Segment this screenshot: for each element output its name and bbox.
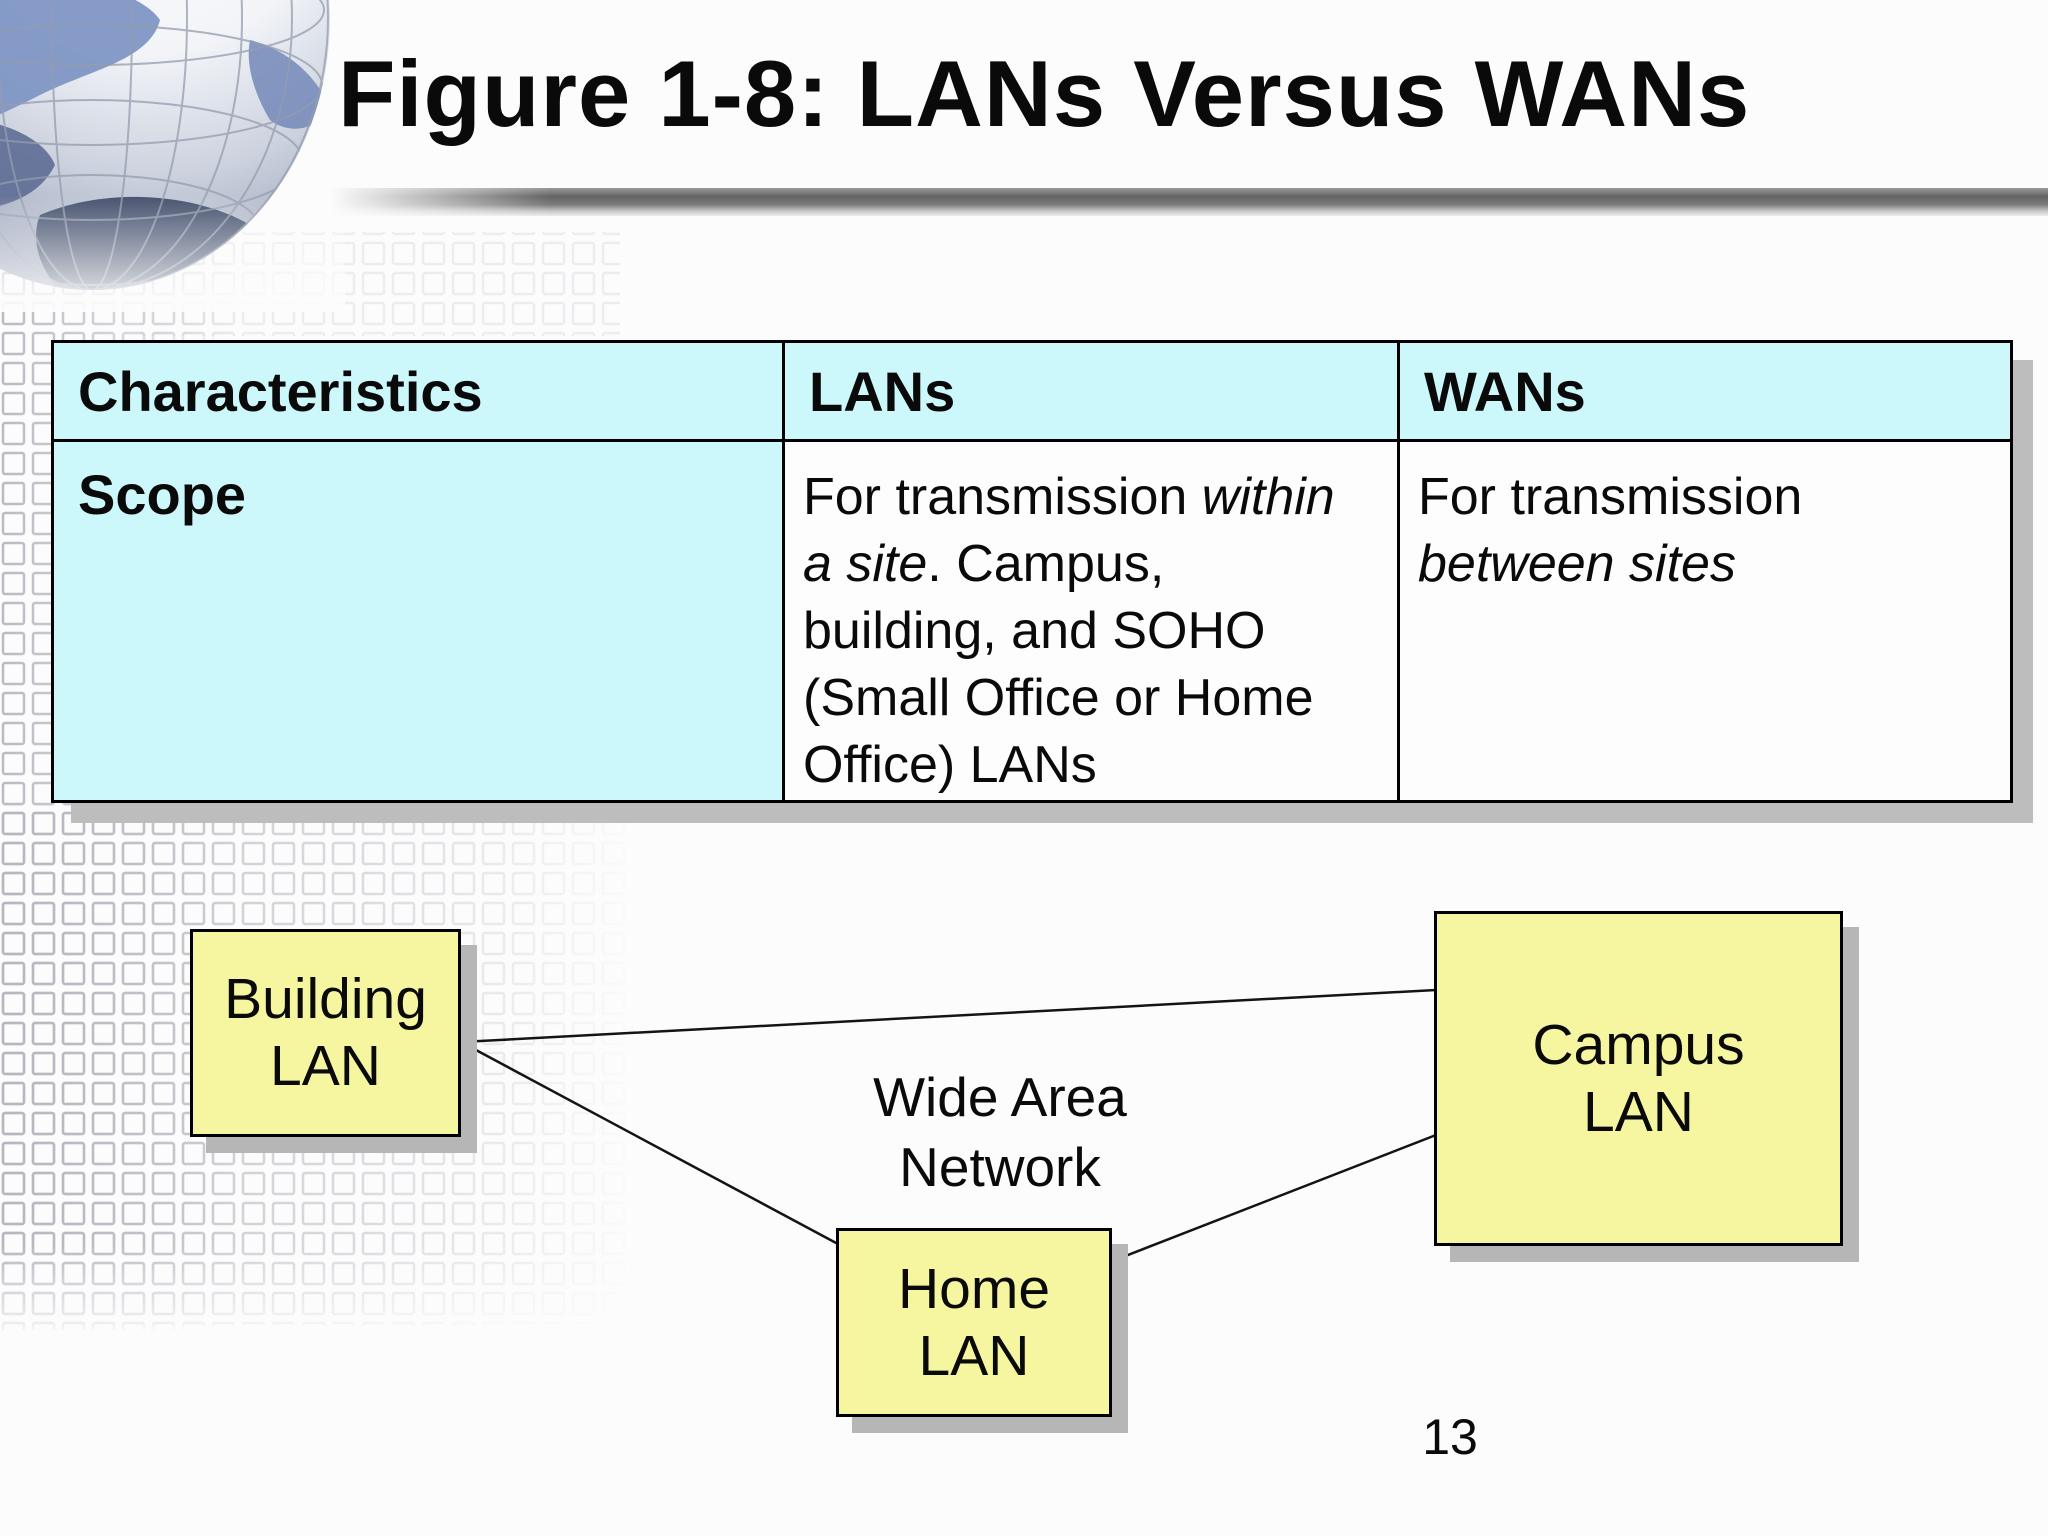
- node-building-lan: Building LAN: [190, 929, 461, 1137]
- title-divider: [330, 186, 2048, 220]
- table-cell-scope: Scope: [54, 442, 785, 800]
- page-number: 13: [1422, 1409, 1478, 1465]
- node-home-lan: Home LAN: [836, 1228, 1112, 1417]
- wan-label-line1: Wide Area: [873, 1066, 1127, 1128]
- page-title: Figure 1-8: LANs Versus WANs: [338, 41, 1751, 146]
- node-building-lan-line1: Building: [224, 967, 427, 1031]
- edge-building-campus: [460, 988, 1437, 1044]
- table-header-lans: LANs: [785, 343, 1400, 442]
- node-building-lan-line2: LAN: [270, 1034, 381, 1098]
- wan-label-line2: Network: [899, 1136, 1101, 1198]
- node-home-lan-line2: LAN: [918, 1323, 1030, 1388]
- comparison-table: Characteristics LANs WANs Scope For tran…: [51, 340, 2013, 803]
- globe-icon: [0, 0, 345, 312]
- node-campus-lan-line2: LAN: [1583, 1079, 1694, 1144]
- edge-building-home: [460, 1040, 839, 1246]
- wide-area-network-label: Wide Area Network: [740, 1062, 1260, 1202]
- node-campus-lan-line1: Campus: [1532, 1012, 1745, 1077]
- table-header-characteristics: Characteristics: [54, 343, 785, 442]
- table-header-wans: WANs: [1400, 343, 2010, 442]
- node-home-lan-line1: Home: [897, 1256, 1051, 1321]
- edge-home-campus: [1109, 1133, 1437, 1264]
- node-campus-lan: Campus LAN: [1434, 911, 1843, 1246]
